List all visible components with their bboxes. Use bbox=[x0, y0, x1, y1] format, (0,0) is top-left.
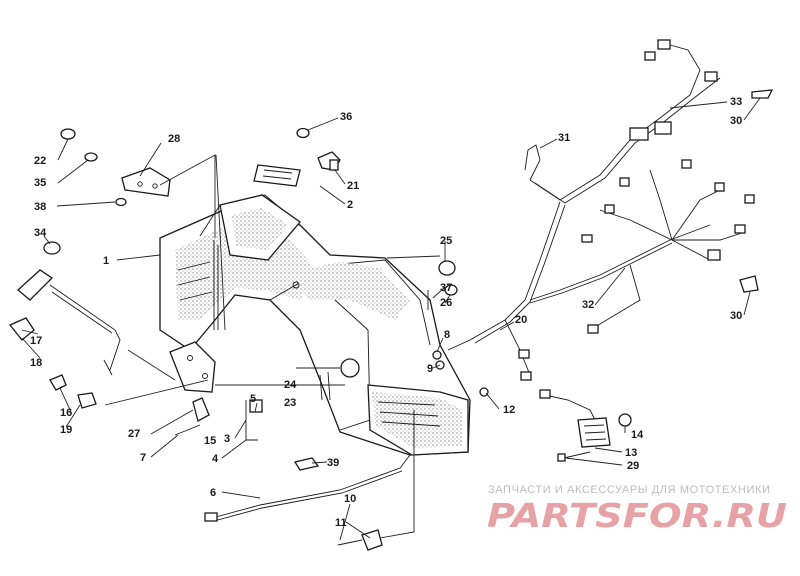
callout-39: 39 bbox=[327, 457, 339, 469]
callout-3: 3 bbox=[224, 433, 230, 445]
callout-36: 36 bbox=[340, 111, 352, 123]
callout-11: 11 bbox=[335, 517, 347, 529]
callout-2: 2 bbox=[347, 199, 353, 211]
callout-35: 35 bbox=[34, 177, 46, 189]
callout-12: 12 bbox=[503, 404, 515, 416]
callout-1: 1 bbox=[103, 255, 109, 267]
regulator-parts-13-14-29 bbox=[539, 389, 632, 462]
callout-17: 17 bbox=[30, 335, 42, 347]
left-switch-parts bbox=[8, 241, 121, 409]
callout-14: 14 bbox=[631, 429, 644, 441]
callout-4: 4 bbox=[212, 453, 219, 465]
callout-13: 13 bbox=[625, 447, 637, 459]
callout-8: 8 bbox=[444, 329, 450, 341]
callout-7: 7 bbox=[140, 452, 146, 464]
callout-20: 20 bbox=[515, 314, 527, 326]
callout-31: 31 bbox=[558, 132, 570, 144]
callout-21: 21 bbox=[347, 180, 359, 192]
callout-30a: 30 bbox=[730, 115, 742, 127]
wiring-harness-part-20 bbox=[447, 39, 774, 381]
plate-part-2 bbox=[253, 164, 301, 187]
callout-25: 25 bbox=[440, 235, 452, 247]
callout-10: 10 bbox=[344, 493, 356, 505]
console-housing bbox=[159, 194, 471, 456]
switch-part-21 bbox=[317, 151, 341, 171]
callout-6: 6 bbox=[210, 487, 216, 499]
callout-26: 26 bbox=[440, 297, 452, 309]
callout-19: 19 bbox=[60, 424, 72, 436]
callout-15: 15 bbox=[204, 435, 216, 447]
ground-cable-part-6 bbox=[204, 454, 411, 522]
callout-23: 23 bbox=[284, 397, 296, 409]
callout-34: 34 bbox=[34, 227, 47, 239]
callout-9: 9 bbox=[427, 363, 433, 375]
callout-28: 28 bbox=[168, 133, 180, 145]
mounting-brackets bbox=[169, 341, 360, 441]
callout-33: 33 bbox=[730, 96, 742, 108]
small-parts-39-10-11 bbox=[293, 457, 383, 551]
callout-18: 18 bbox=[30, 357, 42, 369]
callout-16: 16 bbox=[60, 407, 72, 419]
watermark: ЗАПЧАСТИ И АКСЕССУАРЫ ДЛЯ МОТОТЕХНИКИ PA… bbox=[487, 484, 787, 535]
watermark-caption: ЗАПЧАСТИ И АКСЕССУАРЫ ДЛЯ МОТОТЕХНИКИ bbox=[488, 484, 770, 496]
callout-38: 38 bbox=[34, 201, 46, 213]
callout-22: 22 bbox=[34, 155, 46, 167]
washers-22-35-38-36 bbox=[60, 127, 310, 207]
leader-lines bbox=[21, 97, 761, 541]
callout-29: 29 bbox=[627, 460, 639, 472]
bracket-part-28 bbox=[121, 167, 171, 197]
callout-32: 32 bbox=[582, 299, 594, 311]
callout-37: 37 bbox=[440, 282, 452, 294]
fasteners bbox=[427, 260, 489, 397]
callout-labels: 1 2 3 4 5 6 7 8 9 10 11 12 13 14 15 16 1… bbox=[30, 96, 742, 529]
callout-27: 27 bbox=[128, 428, 140, 440]
callout-24: 24 bbox=[284, 379, 297, 391]
callout-5: 5 bbox=[250, 393, 256, 405]
watermark-logo: PARTSFOR.RU bbox=[487, 496, 787, 535]
callout-30b: 30 bbox=[730, 310, 742, 322]
